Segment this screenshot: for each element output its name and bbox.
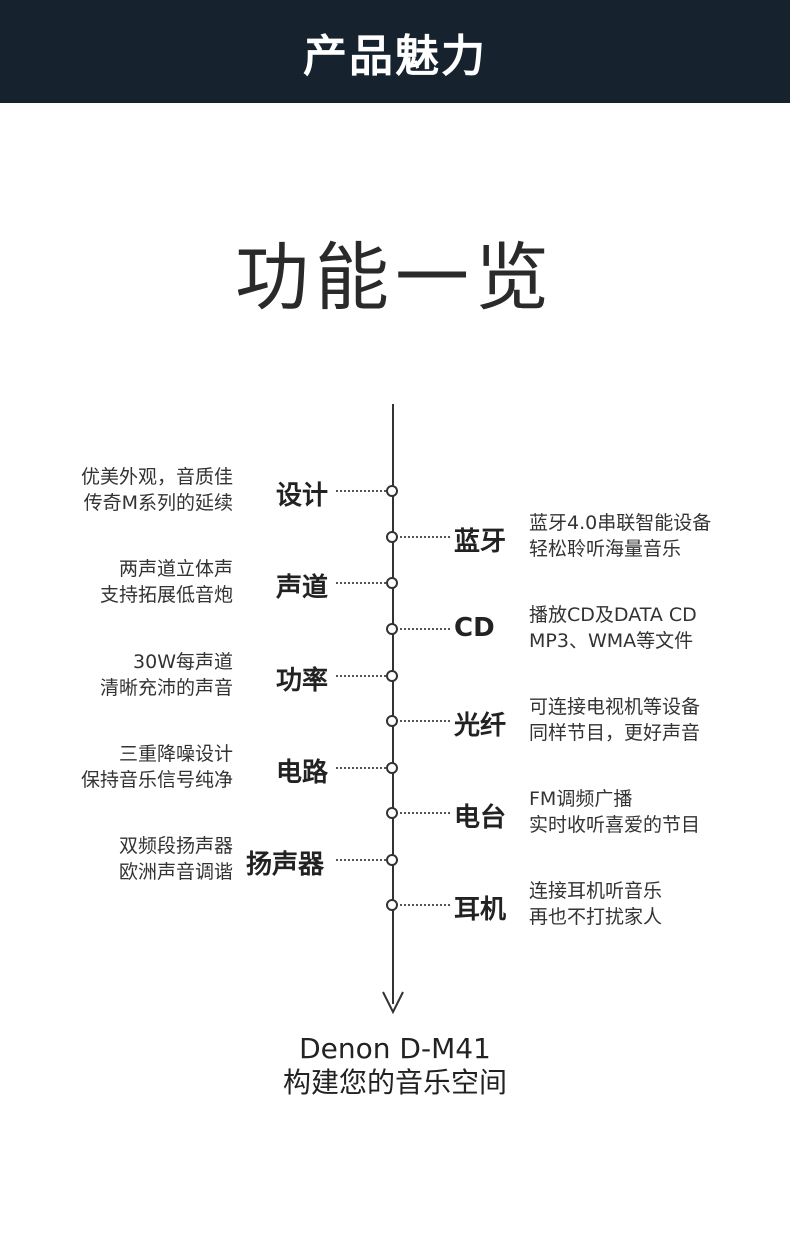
main-title: 功能一览 — [235, 235, 555, 321]
header-title: 产品魅力 — [303, 30, 487, 82]
feature-label-design: 设计 — [276, 481, 329, 511]
connector-radio — [400, 812, 450, 814]
timeline-node-design — [386, 485, 398, 497]
feature-label-radio: 电台 — [454, 803, 507, 833]
footer-product-name: Denon D-M41 — [299, 1032, 491, 1065]
connector-circuit — [336, 767, 386, 769]
timeline-node-channel — [386, 577, 398, 589]
timeline-node-optical — [386, 715, 398, 727]
timeline-node-bluetooth — [386, 531, 398, 543]
feature-label-power: 功率 — [276, 666, 329, 696]
connector-bluetooth — [400, 536, 450, 538]
feature-desc-headphone: 连接耳机听音乐 再也不打扰家人 — [529, 880, 663, 928]
feature-desc-speaker: 双频段扬声器 欧洲声音调谐 — [118, 835, 233, 883]
feature-label-speaker: 扬声器 — [246, 850, 325, 880]
timeline-node-speaker — [386, 854, 398, 866]
feature-label-cd: CD — [454, 613, 495, 643]
feature-desc-bluetooth: 蓝牙4.0串联智能设备 轻松聆听海量音乐 — [529, 512, 712, 560]
feature-desc-radio: FM调频广播 实时收听喜爱的节目 — [529, 788, 701, 836]
connector-power — [336, 675, 386, 677]
timeline-node-radio — [386, 807, 398, 819]
timeline-node-headphone — [386, 899, 398, 911]
feature-label-bluetooth: 蓝牙 — [454, 527, 507, 557]
feature-label-circuit: 电路 — [276, 758, 329, 788]
connector-channel — [336, 582, 386, 584]
feature-desc-cd: 播放CD及DATA CD MP3、WMA等文件 — [529, 604, 697, 652]
feature-label-optical: 光纤 — [454, 711, 507, 741]
feature-desc-power: 30W每声道 清晰充沛的声音 — [99, 651, 233, 699]
timeline-node-cd — [386, 623, 398, 635]
feature-desc-circuit: 三重降噪设计 保持音乐信号纯净 — [80, 743, 233, 791]
header-banner: 产品魅力 — [0, 0, 790, 103]
feature-label-channel: 声道 — [276, 573, 329, 603]
timeline-node-circuit — [386, 762, 398, 774]
connector-cd — [400, 628, 450, 630]
feature-desc-channel: 两声道立体声 支持拓展低音炮 — [99, 558, 233, 606]
footer-tagline: 构建您的音乐空间 — [282, 1066, 507, 1099]
feature-label-headphone: 耳机 — [454, 895, 507, 925]
feature-desc-optical: 可连接电视机等设备 同样节目，更好声音 — [529, 696, 701, 744]
connector-headphone — [400, 904, 450, 906]
connector-design — [336, 490, 386, 492]
connector-speaker — [336, 859, 386, 861]
connector-optical — [400, 720, 450, 722]
footer-text: Denon D-M41 构建您的音乐空间 — [0, 1032, 790, 1100]
timeline-node-power — [386, 670, 398, 682]
timeline-line — [392, 404, 394, 1004]
feature-desc-design: 优美外观，音质佳 传奇M系列的延续 — [80, 466, 233, 514]
